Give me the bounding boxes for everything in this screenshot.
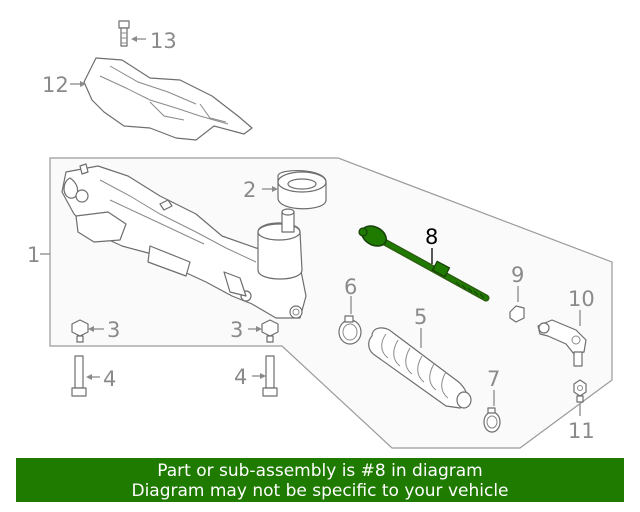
callout-1: 1 bbox=[27, 243, 40, 267]
callout-13: 13 bbox=[150, 29, 177, 53]
arrow-13 bbox=[131, 36, 137, 42]
heat-shield-12 bbox=[83, 57, 253, 141]
inner-tie-rod-8 bbox=[358, 225, 490, 302]
callout-6: 6 bbox=[344, 275, 357, 299]
callout-8: 8 bbox=[425, 225, 438, 249]
callout-5: 5 bbox=[414, 305, 427, 329]
parts-diagram: 13 12 1 2 bbox=[27, 20, 613, 449]
callout-12: 12 bbox=[42, 73, 69, 97]
boot-5 bbox=[368, 327, 472, 409]
arrow-4-left bbox=[86, 374, 92, 380]
callout-7: 7 bbox=[487, 367, 500, 391]
banner-line-1: Part or sub-assembly is #8 in diagram bbox=[157, 461, 483, 481]
callout-3-right: 3 bbox=[230, 318, 243, 342]
outer-tie-rod-10 bbox=[537, 319, 587, 367]
info-banner: Part or sub-assembly is #8 in diagram Di… bbox=[16, 458, 624, 502]
bolt-4-left bbox=[71, 355, 87, 397]
arrow-3-right bbox=[256, 326, 262, 332]
bolt-3-left bbox=[71, 319, 89, 343]
bolt-13 bbox=[118, 20, 130, 47]
arrow-12 bbox=[80, 81, 86, 87]
bushing-2 bbox=[277, 170, 327, 210]
clamp-7 bbox=[483, 407, 501, 433]
banner-line-2: Diagram may not be specific to your vehi… bbox=[131, 481, 509, 501]
bolt-4-right bbox=[262, 355, 278, 397]
callout-2: 2 bbox=[243, 178, 256, 202]
arrow-4-right bbox=[260, 373, 266, 379]
callout-10: 10 bbox=[568, 287, 595, 311]
callout-3-left: 3 bbox=[107, 318, 120, 342]
callout-4-left: 4 bbox=[103, 367, 116, 391]
steering-gear bbox=[61, 163, 307, 319]
callout-9: 9 bbox=[511, 263, 524, 287]
nut-11 bbox=[573, 379, 587, 403]
bolt-3-right bbox=[261, 319, 279, 343]
nut-9 bbox=[509, 305, 525, 323]
arrow-3-left bbox=[88, 326, 94, 332]
arrow-2 bbox=[272, 186, 278, 192]
clamp-6 bbox=[338, 315, 362, 345]
callout-4-right: 4 bbox=[234, 365, 247, 389]
callout-11: 11 bbox=[568, 419, 595, 443]
